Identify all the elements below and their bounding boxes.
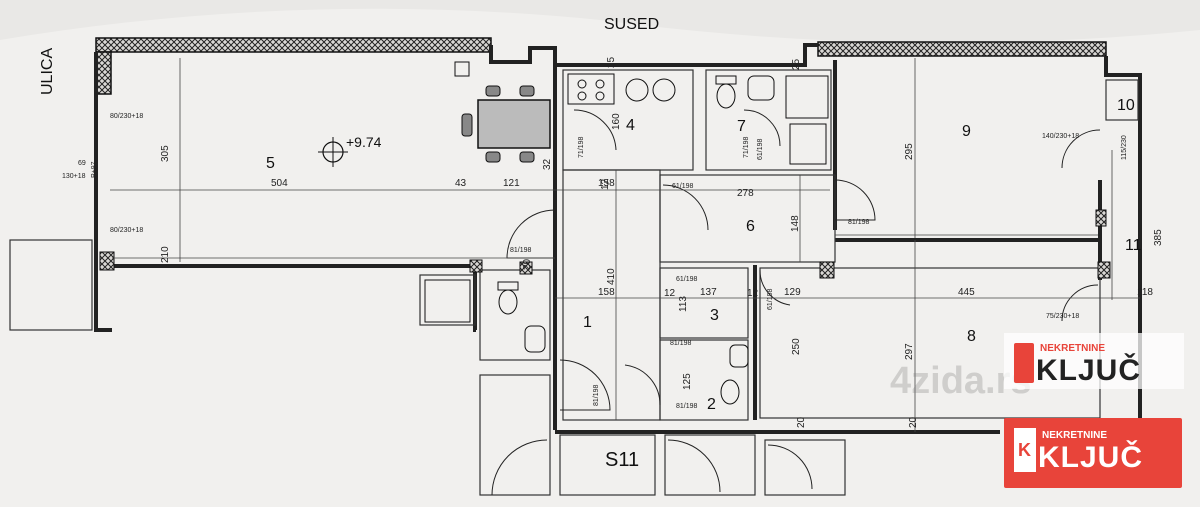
door-label-5: 71/198	[743, 136, 750, 158]
dim-20-c: 20	[796, 416, 807, 428]
stair-label: S11	[605, 449, 639, 471]
logo-small-2: NEKRETNINE	[1042, 430, 1108, 441]
dim-113: 113	[678, 296, 689, 312]
door-label-4: 71/198	[578, 136, 585, 158]
door-label-69: 69	[78, 160, 86, 167]
elevation-label: +9.74	[346, 134, 382, 150]
dim-32: 32	[542, 158, 553, 170]
wall-hatched-vert	[96, 51, 112, 95]
dim-12-a: 12	[600, 178, 611, 190]
wall-hatched-right	[817, 41, 1107, 57]
window-label-1: 80/230+18	[110, 113, 143, 120]
room-5: 5	[266, 155, 275, 172]
door-label-p97: P+97	[91, 161, 98, 178]
dim-43: 43	[455, 178, 467, 189]
door-label-7: 61/198	[672, 183, 694, 190]
dim-158-bottom: 158	[598, 287, 615, 298]
dim-410: 410	[606, 268, 617, 285]
paper-crease	[0, 0, 1200, 43]
dim-504: 504	[271, 178, 288, 189]
room-2: 2	[707, 396, 716, 413]
dim-305: 305	[160, 145, 171, 162]
window-label-6: 115/230	[1121, 135, 1128, 160]
window-label-2: 80/230+18	[110, 227, 143, 234]
room-6: 6	[746, 218, 755, 235]
outer-walls	[94, 43, 1142, 440]
door-label-9: 61/198	[767, 288, 774, 310]
dim-250: 250	[791, 338, 802, 355]
dim-210: 210	[160, 246, 171, 263]
dim-125: 125	[682, 373, 693, 390]
dim-160: 160	[611, 113, 622, 130]
door-label-2: 81/198	[593, 384, 600, 406]
label-top: SUSED	[604, 16, 659, 33]
window-label-3: 130+18	[62, 173, 86, 180]
room-1: 1	[583, 314, 592, 331]
door-label-6: 61/198	[676, 276, 698, 283]
dim-445: 445	[958, 287, 975, 298]
room-7: 7	[737, 118, 746, 135]
room-9: 9	[962, 123, 971, 140]
dining-table-icon	[461, 85, 551, 163]
logo-main-1: KLJUČ	[1036, 354, 1142, 387]
logo-backdrop-1	[1004, 333, 1184, 389]
dim-12-c: 12	[747, 288, 759, 299]
label-left: ULICA	[39, 48, 56, 95]
room-8: 8	[967, 328, 976, 345]
elevation-marker-icon	[318, 137, 348, 167]
room-10: 10	[1117, 97, 1135, 114]
logo-small-1: NEKRETNINE	[1040, 343, 1106, 354]
dim-20-b: 20	[908, 416, 919, 428]
inner-walls	[9, 69, 1139, 496]
dim-295: 295	[904, 143, 915, 160]
sink-icon	[625, 78, 676, 102]
dim-129: 129	[784, 287, 801, 298]
washbasin-icon	[524, 75, 775, 368]
window-label-5: 75/230+18	[1046, 313, 1079, 320]
dimension-lines	[110, 58, 1140, 432]
dim-20-a: 20	[522, 258, 533, 270]
toilet-icon	[497, 75, 740, 405]
dim-25-b: 25	[791, 58, 802, 70]
door-label-10: 81/198	[670, 340, 692, 347]
wall-hatched-left	[95, 37, 492, 53]
door-label-3: 81/198	[676, 403, 698, 410]
dim-25-a: 25	[606, 56, 617, 68]
logo-main-2: KLJUČ	[1038, 441, 1144, 474]
dim-121: 121	[503, 178, 520, 189]
door-label-8: 81/198	[848, 219, 870, 226]
stove-icon	[567, 73, 615, 105]
door-label-11: 61/198	[757, 138, 764, 160]
radiator-icon	[99, 61, 1111, 279]
logo-mark-2	[1014, 428, 1036, 472]
dim-158-top: 158	[598, 178, 615, 189]
shower-icon	[424, 75, 829, 323]
room-3: 3	[710, 307, 719, 324]
room-4: 4	[626, 117, 635, 134]
dim-137: 137	[700, 287, 717, 298]
dim-278: 278	[737, 188, 754, 199]
dim-385: 385	[1153, 229, 1164, 246]
logo-mark-1	[1014, 343, 1034, 383]
room-11: 11	[1125, 237, 1142, 254]
door-label-1: 81/198	[510, 247, 532, 254]
dim-297: 297	[904, 343, 915, 360]
logo-letter-2: K	[1018, 440, 1031, 460]
door-swings	[491, 109, 1101, 496]
dim-118: 118	[1137, 287, 1153, 298]
dim-12-b: 12	[664, 288, 676, 299]
dim-148: 148	[790, 215, 801, 232]
window-label-4: 140/230+18	[1042, 133, 1079, 140]
